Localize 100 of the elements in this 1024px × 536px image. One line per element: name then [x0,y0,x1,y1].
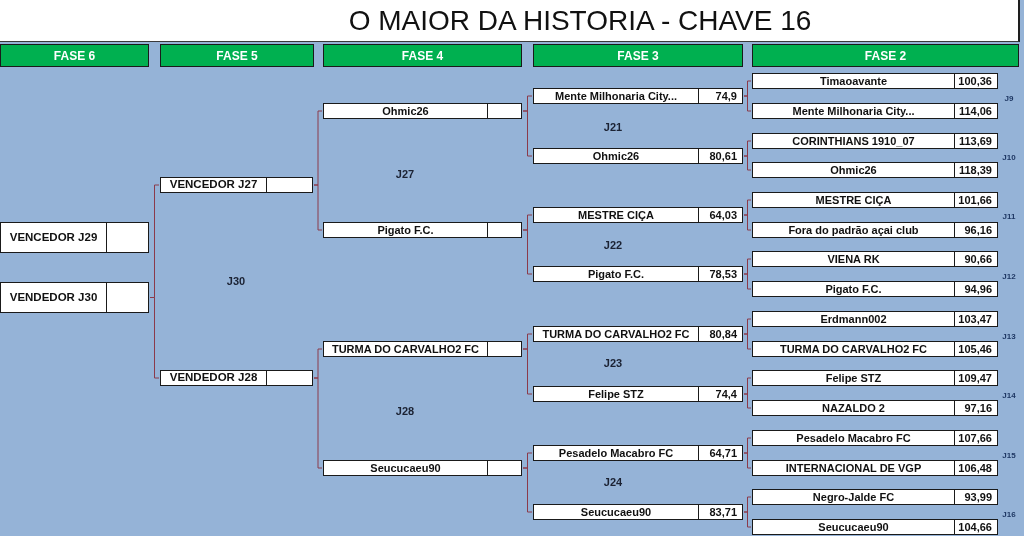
bracket-line [743,95,752,112]
team-name: Pigato F.C. [825,282,882,296]
team-entry-box [752,311,998,327]
score: 80,61 [709,149,737,163]
team-name: Ohmic26 [830,163,877,177]
bracket-line [522,467,533,513]
team-name: Felipe STZ [825,371,882,385]
match-label: J30 [226,275,246,287]
match-label: J15 [1002,450,1016,460]
team-name: Seucucaeu90 [580,505,652,519]
score: 118,39 [958,163,992,177]
bracket-line [743,214,752,231]
team-entry-box [533,266,743,282]
team-entry-box [752,192,998,208]
team-entry-box [160,177,313,193]
team-entry-box [752,400,998,416]
team-entry-box [0,222,149,253]
team-name: Pesadelo Macabro FC [796,431,911,445]
bracket-line [522,348,533,395]
score: 104,66 [958,520,992,534]
team-name: Mente Milhonaria City... [555,89,677,103]
score: 100,36 [958,74,992,88]
team-entry-box [533,504,743,520]
team-name: Pesadelo Macabro FC [558,446,674,460]
match-label: J12 [1002,271,1016,281]
score: 74,9 [715,89,737,103]
bracket-line [743,273,752,290]
team-entry-box [752,430,998,446]
match-label: J28 [395,405,415,417]
score: 114,06 [958,104,992,118]
match-label: J22 [603,239,623,251]
team-entry-box [323,222,522,238]
match-label: J27 [395,168,415,180]
team-name: VENCEDOR J29 [9,230,98,245]
team-name: TURMA DO CARVALHO2 FC [331,342,480,356]
team-name: TURMA DO CARVALHO2 FC [779,342,928,356]
phase-header: FASE 4 [323,44,522,67]
team-entry-box [323,341,522,357]
team-name: TURMA DO CARVALHO2 FC [542,327,690,341]
team-name: Ohmic26 [592,149,640,163]
team-entry-box [323,103,522,119]
team-entry-box [752,103,998,119]
team-entry-box [752,489,998,505]
team-name: INTERNACIONAL DE VGP [785,461,922,475]
team-name: VENDEDOR J28 [169,371,258,385]
phase-header: FASE 2 [752,44,1019,67]
team-entry-box [533,386,743,402]
phase-header: FASE 6 [0,44,149,67]
match-label: J9 [1004,93,1014,103]
score: 93,99 [964,490,992,504]
team-entry-box [752,73,998,89]
score: 96,16 [964,223,992,237]
score: 64,71 [709,446,737,460]
match-label: J16 [1002,509,1016,519]
score: 97,16 [964,401,992,415]
team-entry-box [0,282,149,313]
team-entry-box [533,148,743,164]
team-entry-box [752,519,998,535]
score: 101,66 [958,193,992,207]
team-entry-box [160,370,313,386]
team-name: Erdmann002 [820,312,887,326]
match-label: J24 [603,476,623,488]
team-entry-box [752,222,998,238]
team-name: Mente Milhonaria City... [792,104,915,118]
bracket-line [522,229,533,275]
score: 109,47 [958,371,992,385]
title: O MAIOR DA HISTORIA - CHAVE 16 [348,6,812,36]
score: 78,53 [709,267,737,281]
team-entry-box [752,460,998,476]
team-name: Felipe STZ [588,387,644,401]
team-name: VENCEDOR J27 [169,178,258,192]
score: 90,66 [964,252,992,266]
match-label: J11 [1002,211,1016,221]
score: 83,71 [709,505,737,519]
team-entry-box [752,341,998,357]
team-name: Ohmic26 [382,104,429,118]
team-entry-box [752,133,998,149]
score: 105,46 [958,342,992,356]
match-label: J10 [1002,152,1016,162]
bracket-line [743,511,752,528]
phase-header: FASE 3 [533,44,743,67]
match-label: J13 [1002,331,1016,341]
team-entry-box [533,207,743,223]
team-name: VIENA RK [827,252,880,266]
score: 106,48 [958,461,992,475]
bracket-line [743,452,752,469]
team-name: MESTRE CIÇA [578,208,654,222]
match-label: J21 [603,121,623,133]
bracket-line [522,110,533,157]
score: 103,47 [958,312,992,326]
team-entry-box [752,162,998,178]
team-name: MESTRE CIÇA [815,193,892,207]
score: 74,4 [715,387,737,401]
bracket-line [743,155,752,171]
team-entry-box [323,460,522,476]
team-entry-box [533,326,743,342]
score: 64,03 [709,208,737,222]
team-name: Pigato F.C. [377,223,434,237]
team-entry-box [533,445,743,461]
team-entry-box [533,88,743,104]
